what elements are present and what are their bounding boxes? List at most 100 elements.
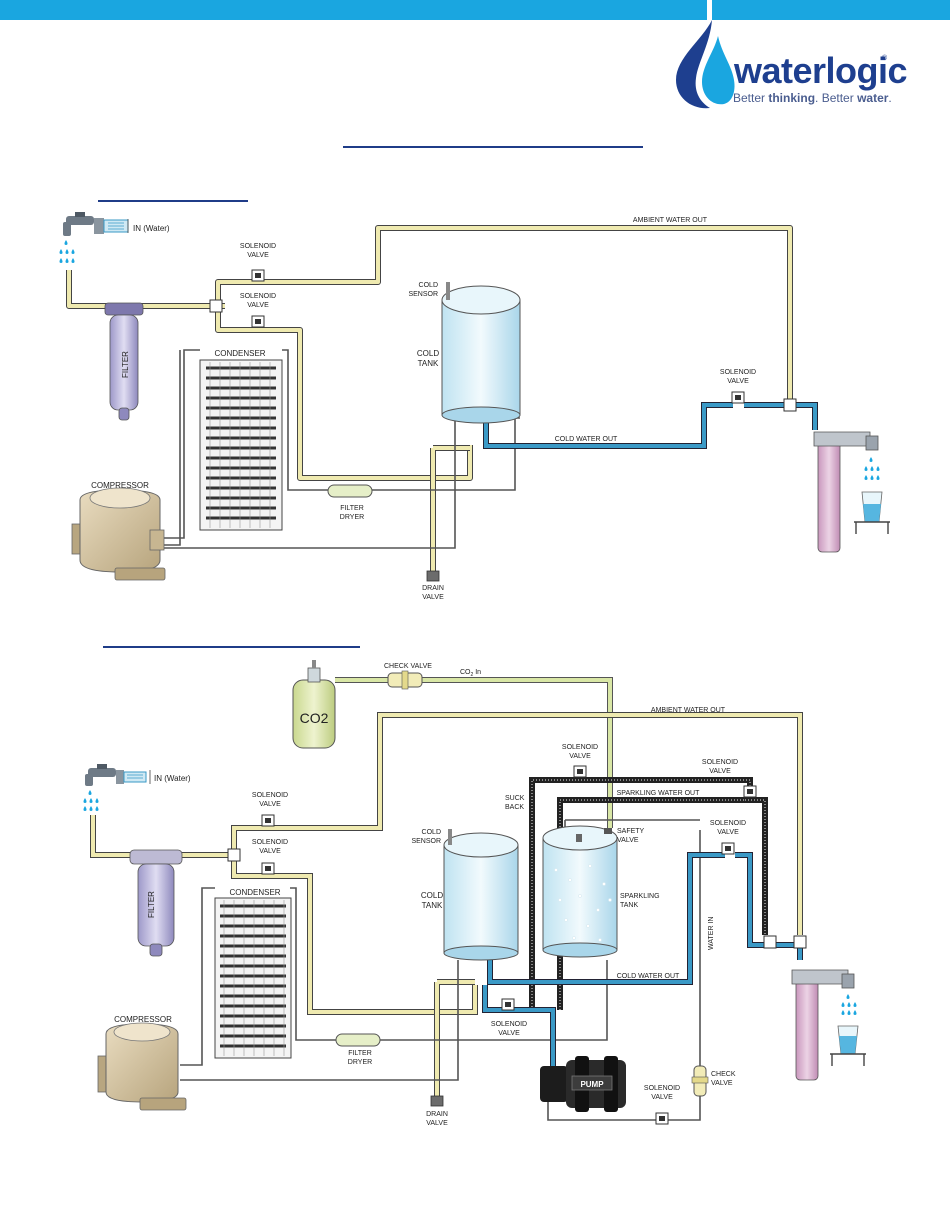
top-accent-bar-gap <box>707 0 712 20</box>
solenoid-valve-2-icon <box>251 315 265 328</box>
solenoid-valve-top-icon <box>573 765 587 778</box>
tee-junction-icon <box>763 935 777 949</box>
filter-dryer <box>335 1033 381 1047</box>
pump-unit <box>540 1056 626 1112</box>
co2-cylinder <box>292 660 336 749</box>
sparkling-water-out-label: SPARKLING WATER OUT <box>617 790 700 797</box>
tee-junction-icon <box>783 398 797 412</box>
cold-tank <box>443 829 519 961</box>
solenoid-valve-3-icon <box>731 391 745 404</box>
solenoid-valve-pump-icon <box>501 998 515 1011</box>
condenser-coil <box>199 359 283 531</box>
solenoid-valve-1-icon <box>251 269 265 282</box>
tee-junction-icon <box>793 935 807 949</box>
check-valve-icon <box>387 670 423 690</box>
waterlogic-logo <box>676 20 735 109</box>
co2-cylinder-label: CO2 <box>300 710 329 726</box>
water-drops-icon <box>841 994 857 1015</box>
refrigerant-lines <box>180 887 608 1081</box>
logo-tagline: Better thinking. Better water. <box>733 91 892 105</box>
refrigerant-lines <box>160 349 520 549</box>
ambient-water-out-label: AMBIENT WATER OUT <box>651 707 726 714</box>
water-drops-icon <box>864 457 880 480</box>
check-valve-top-label: CHECK VALVE <box>384 663 432 670</box>
in-water-label: IN (Water) <box>154 774 191 783</box>
cold-water-pipe <box>483 402 818 449</box>
drain-valve-icon <box>426 570 440 582</box>
solenoid-valve-mid-icon <box>721 842 735 855</box>
glass-icon <box>830 1025 866 1066</box>
section1-heading-rule <box>98 200 248 202</box>
pump-label: PUMP <box>580 1080 604 1089</box>
condenser-label: CONDENSER <box>214 349 265 358</box>
diagram-1: IN (Water) FILTER <box>59 212 890 601</box>
tee-junction-icon <box>209 299 223 313</box>
glass-icon <box>854 491 890 534</box>
filter-label: FILTER <box>147 891 156 918</box>
dispenser-unit <box>791 969 855 1081</box>
condenser-label: CONDENSER <box>229 888 280 897</box>
top-accent-bar <box>0 0 950 20</box>
page-title-rule <box>343 146 643 148</box>
filter-label: FILTER <box>121 351 130 378</box>
compressor-unit <box>71 487 166 581</box>
water-drops-icon <box>83 790 99 811</box>
solenoid-valve-b-icon <box>261 862 275 875</box>
cold-water-out-label: COLD WATER OUT <box>617 973 680 980</box>
diagram-2: CO2 CHECK VALVE CO2 In AMBIENT WATER OUT… <box>83 660 866 1127</box>
ambient-water-pipes <box>90 712 803 1100</box>
compressor-unit <box>97 1022 187 1111</box>
water-drops-icon <box>59 240 75 263</box>
check-valve-icon <box>691 1065 709 1097</box>
solenoid-valve-a-icon <box>261 814 275 827</box>
solenoid-valve-right-icon <box>743 785 757 798</box>
ambient-water-out-label: AMBIENT WATER OUT <box>633 217 708 224</box>
sparkling-tank <box>542 825 618 958</box>
water-tap-icon <box>85 764 151 786</box>
condenser-coil <box>214 897 292 1059</box>
ambient-water-pipes <box>66 225 793 575</box>
compressor-label: COMPRESSOR <box>114 1015 172 1024</box>
filter-dryer <box>327 484 373 498</box>
water-in-label: WATER IN <box>708 917 715 950</box>
section2-heading-rule <box>103 646 360 648</box>
in-water-label: IN (Water) <box>133 224 170 233</box>
dispenser-unit <box>813 431 879 553</box>
logo-wordmark: waterlogic <box>734 50 908 91</box>
drain-valve-icon <box>430 1095 444 1107</box>
cold-tank <box>441 282 521 424</box>
water-drop-icon <box>676 20 712 109</box>
tee-junction-icon <box>227 848 241 862</box>
logo-registered-mark: ® <box>882 55 888 62</box>
water-tap-icon <box>63 212 129 236</box>
compressor-label: COMPRESSOR <box>91 481 149 490</box>
filter-cartridge <box>129 849 183 957</box>
co2-in-label: CO2 In <box>460 669 481 678</box>
solenoid-valve-bottom-icon <box>655 1112 669 1125</box>
cold-water-out-label: COLD WATER OUT <box>555 436 618 443</box>
filter-cartridge <box>104 302 144 421</box>
